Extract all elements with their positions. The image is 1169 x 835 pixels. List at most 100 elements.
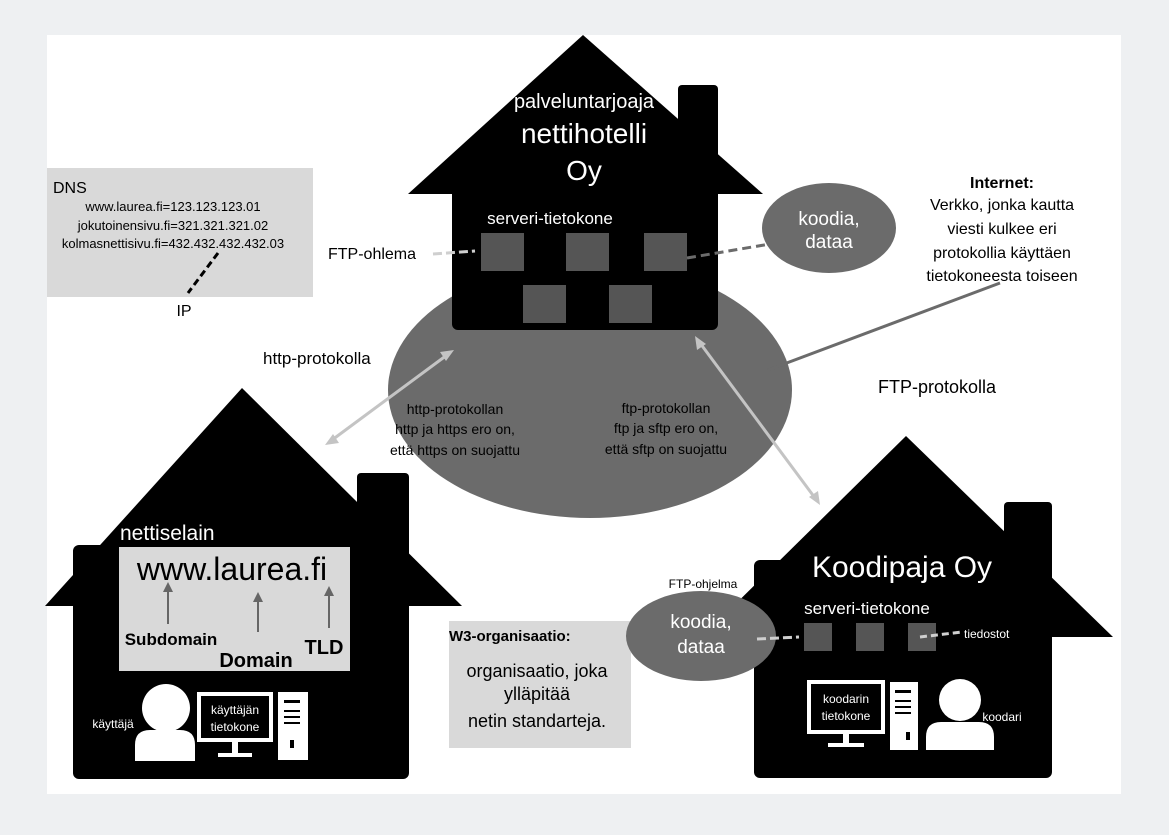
ftp-program-left-label: FTP-ohlema (328, 246, 416, 263)
coder-person-icon (926, 722, 994, 750)
user-tower-icon (278, 692, 308, 760)
ftp-protocol-label: FTP-protokolla (878, 377, 997, 397)
subdomain-arrowhead (163, 582, 173, 592)
provider-house-roof (408, 35, 763, 194)
provider-bubble-line2: dataa (805, 232, 853, 253)
http-arrowhead-bottom (325, 434, 339, 445)
browser-label: nettiselain (120, 522, 215, 545)
internet-line4: tietokoneesta toiseen (926, 268, 1077, 285)
coder-computer-line2: tietokone (822, 709, 871, 723)
ftp-arrow-line (698, 342, 817, 499)
coder-tower-detail (895, 690, 911, 693)
ftp-note-line3: että sftp on suojattu (605, 441, 727, 457)
provider-window (481, 233, 524, 271)
w3-box (449, 621, 631, 748)
user-person-icon-head (142, 684, 190, 732)
w3-line1: organisaatio, joka (466, 661, 608, 681)
user-person-icon (135, 730, 195, 761)
internet-line2: viesti kulkee eri (947, 221, 1056, 238)
coder-monitor-base (828, 743, 864, 747)
provider-window (609, 285, 652, 323)
tld-label: TLD (305, 637, 344, 659)
provider-house: palveluntarjoaja nettihotelli Oy serveri… (408, 35, 763, 330)
provider-server-label: serveri-tietokone (487, 209, 613, 228)
provider-window (566, 233, 609, 271)
coder-house-title: Koodipaja Oy (812, 551, 992, 584)
dns-ip-label: IP (176, 303, 191, 320)
user-house: nettiselain www.laurea.fi Subdomain Doma… (45, 388, 462, 779)
internet-title: Internet: (970, 175, 1034, 192)
coder-bubble-dash (756, 635, 800, 641)
coder-tower-detail (895, 706, 911, 708)
coder-house: Koodipaja Oy serveri-tietokone tiedostot… (702, 436, 1113, 778)
provider-data-bubble (762, 183, 896, 273)
provider-label-line1: palveluntarjoaja (514, 91, 655, 113)
coder-tower-icon (890, 682, 918, 750)
w3-title: W3-organisaatio: (449, 628, 571, 645)
coder-person-icon-head (939, 679, 981, 721)
coder-tower-detail (895, 712, 911, 714)
internet-pointer-line (767, 281, 1001, 372)
ftp-note-line1: ftp-protokollan (622, 400, 711, 416)
provider-window (644, 233, 687, 271)
ftp-arrowhead-bottom (809, 491, 820, 505)
coder-label: koodari (982, 710, 1021, 724)
dns-title: DNS (53, 180, 87, 197)
domain-arrowhead (253, 592, 263, 602)
w3-line3: netin standarteja. (468, 711, 606, 731)
dns-entry-3: kolmasnettisivu.fi=432.432.432.432.03 (62, 236, 284, 251)
provider-bubble-line1: koodia, (798, 209, 859, 230)
browser-box (119, 547, 350, 671)
user-tower-detail (284, 716, 300, 718)
coder-tower-detail (906, 732, 910, 740)
http-note-line1: http-protokollan (407, 401, 504, 417)
user-monitor-screen (201, 696, 269, 738)
http-note-line2: http ja https ero on, (395, 421, 515, 437)
coder-server-label: serveri-tietokone (804, 599, 930, 618)
ftp-arrowhead-top (695, 336, 706, 350)
w3-line2: ylläpitää (504, 684, 571, 704)
dns-box (47, 168, 313, 297)
coder-ftp-program-label: FTP-ohjelma (669, 577, 738, 591)
coder-monitor-stand (843, 734, 849, 744)
browser-url: www.laurea.fi (136, 551, 327, 587)
user-computer-line1: käyttäjän (211, 703, 259, 717)
coder-tower-detail (895, 700, 911, 702)
http-note-line3: että https on suojattu (390, 442, 520, 458)
user-computer-line2: tietokone (211, 720, 260, 734)
subdomain-label: Subdomain (125, 630, 218, 649)
coder-data-bubble (626, 591, 776, 681)
http-arrow-line (331, 353, 448, 442)
user-tower-detail (284, 710, 300, 712)
internet-line1: Verkko, jonka kautta (930, 197, 1074, 214)
dns-entry-2: jokutoinensivu.fi=321.321.321.02 (77, 218, 268, 233)
user-label: käyttäjä (92, 717, 134, 731)
dns-ip-dash (186, 252, 220, 294)
http-arrow (325, 350, 454, 445)
user-tower-detail (284, 722, 300, 724)
domain-label: Domain (219, 650, 292, 672)
provider-bubble-dash (686, 242, 771, 260)
provider-label-line2: nettihotelli (521, 118, 647, 149)
ftp-note-line2: ftp ja sftp ero on, (614, 420, 718, 436)
dns-entry-1: www.laurea.fi=123.123.123.01 (84, 199, 260, 214)
ftp-arrow (695, 336, 820, 505)
tld-arrowhead (324, 586, 334, 596)
ftp-program-left-dash (432, 249, 476, 256)
provider-window (523, 285, 566, 323)
http-protocol-label: http-protokolla (263, 349, 371, 368)
coder-window (856, 623, 884, 651)
user-monitor-stand (232, 742, 238, 754)
internet-line3: protokollia käyttäen (933, 245, 1071, 262)
coder-window (804, 623, 832, 651)
user-tower-detail (290, 740, 294, 748)
user-monitor-base (218, 753, 252, 757)
coder-monitor-screen (811, 684, 881, 730)
coder-bubble-line1: koodia, (670, 612, 731, 633)
coder-files-dash (919, 630, 963, 639)
user-tower-detail (284, 700, 300, 703)
provider-label-line3: Oy (566, 155, 602, 186)
provider-house-chimney (678, 85, 718, 195)
http-arrowhead-top (440, 350, 454, 361)
